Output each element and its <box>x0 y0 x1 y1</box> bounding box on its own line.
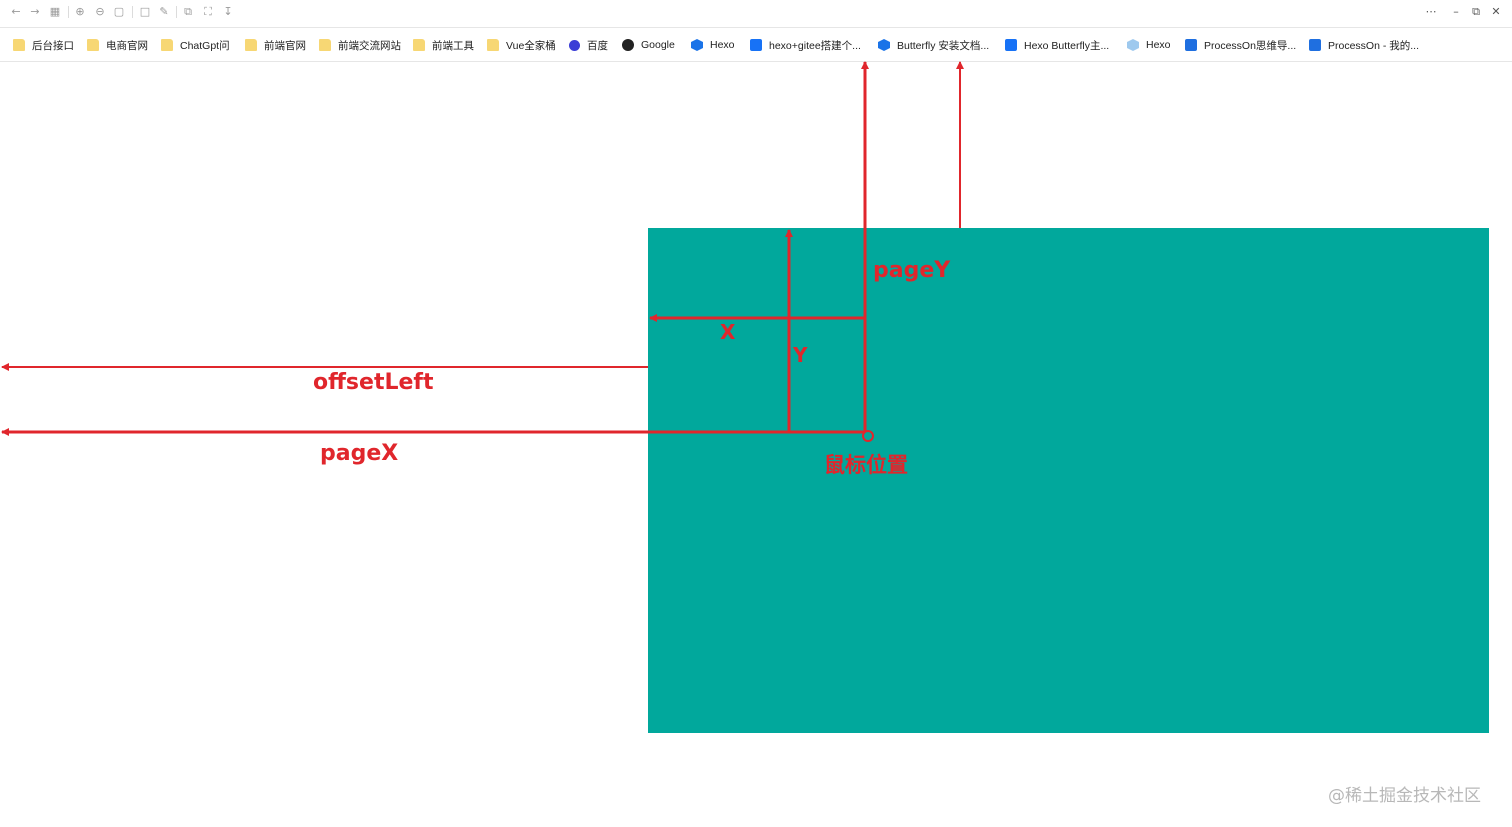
zoom-in-icon[interactable]: ⊕ <box>75 5 85 18</box>
bookmarks-bar: 后台接口 电商官网 ChatGpt问 前端官网 前端交流网站 前端工具 Vue全… <box>0 27 1512 62</box>
back-icon[interactable]: ← <box>11 5 21 18</box>
folder-icon <box>319 39 331 51</box>
bookmark-item[interactable]: hexo+gitee搭建个... <box>750 37 861 53</box>
folder-icon <box>245 39 257 51</box>
bookmark-label: Hexo Butterfly主... <box>1024 39 1110 52</box>
zhihu-icon <box>750 39 762 51</box>
folder-icon <box>161 39 173 51</box>
bookmark-label: ProcessOn - 我的... <box>1328 39 1420 52</box>
pagey-label: pageY <box>873 258 951 283</box>
bookmark-label: Hexo <box>710 39 735 51</box>
mouse-position-marker <box>862 430 874 442</box>
bookmark-item[interactable]: ProcessOn - 我的... <box>1309 37 1419 53</box>
hexo-light-icon <box>1127 39 1139 51</box>
folder-icon <box>487 39 499 51</box>
edit-icon[interactable]: ✎ <box>159 5 169 18</box>
bookmark-item[interactable]: 电商官网 <box>87 37 148 53</box>
mouse-position-label: 鼠标位置 <box>824 453 908 477</box>
folder-icon <box>13 39 25 51</box>
forward-icon[interactable]: → <box>30 5 40 18</box>
bookmark-label: 电商官网 <box>106 39 148 52</box>
bookmark-item[interactable]: ChatGpt问 <box>161 37 230 53</box>
bookmark-item[interactable]: Vue全家桶 <box>487 37 556 53</box>
offsetleft-label: offsetLeft <box>313 370 434 395</box>
bookmark-item[interactable]: 前端交流网站 <box>319 37 401 53</box>
bookmark-label: Butterfly 安装文档... <box>897 39 990 52</box>
processon-icon <box>1309 39 1321 51</box>
bookmark-label: ChatGpt问 <box>180 39 230 52</box>
bookmark-label: 百度 <box>587 39 608 52</box>
processon-icon <box>1185 39 1197 51</box>
bookmark-label: 后台接口 <box>32 39 74 52</box>
download-icon[interactable]: ↧ <box>223 5 233 18</box>
more-menu-icon[interactable]: ⋯ <box>1425 5 1437 18</box>
bookmark-label: Vue全家桶 <box>506 39 556 52</box>
bookmark-label: 前端官网 <box>264 39 306 52</box>
bookmark-item[interactable]: Butterfly 安装文档... <box>878 37 989 53</box>
zoom-out-icon[interactable]: ⊖ <box>95 5 105 18</box>
bookmark-item[interactable]: ProcessOn思维导... <box>1185 37 1296 53</box>
restore-icon[interactable]: ⧉ <box>1472 5 1480 18</box>
toolbar-separator <box>68 6 69 18</box>
google-icon <box>622 39 634 51</box>
bookmark-label: Hexo <box>1146 39 1171 51</box>
bookmark-label: Google <box>641 39 675 51</box>
pagex-label: pageX <box>320 441 399 466</box>
new-tab-icon[interactable]: □ <box>139 5 151 18</box>
bookmark-item[interactable]: 前端工具 <box>413 37 474 53</box>
bookmark-item[interactable]: 百度 <box>569 37 608 53</box>
toolbar-separator <box>176 6 177 18</box>
folder-icon <box>413 39 425 51</box>
folder-icon <box>87 39 99 51</box>
baidu-icon <box>569 39 580 51</box>
bookmark-label: ProcessOn思维导... <box>1204 39 1297 52</box>
bookmark-label: hexo+gitee搭建个... <box>769 39 861 52</box>
bookmark-label: 前端交流网站 <box>338 39 401 52</box>
bookmark-item[interactable]: Hexo <box>691 37 735 53</box>
close-icon[interactable]: ✕ <box>1491 5 1501 18</box>
screen-icon[interactable]: ▢ <box>113 5 125 18</box>
grid-icon[interactable]: ▦ <box>49 5 61 18</box>
bookmark-item[interactable]: Hexo <box>1127 37 1171 53</box>
zhihu-icon <box>1005 39 1017 51</box>
hexo-icon <box>878 39 890 51</box>
browser-toolbar: ← → ▦ ⊕ ⊖ ▢ □ ✎ ⧉ ⛶ ↧ ⋯ – ⧉ ✕ <box>0 0 1512 24</box>
watermark: @稀土掘金技术社区 <box>1328 786 1481 806</box>
y-label: Y <box>793 343 808 367</box>
bookmark-label: 前端工具 <box>432 39 474 52</box>
hexo-icon <box>691 39 703 51</box>
bookmark-item[interactable]: 后台接口 <box>13 37 74 53</box>
bookmark-item[interactable]: 前端官网 <box>245 37 306 53</box>
bookmark-item[interactable]: Hexo Butterfly主... <box>1005 37 1109 53</box>
x-label: X <box>720 320 736 344</box>
copy-icon[interactable]: ⧉ <box>184 5 192 18</box>
capture-icon[interactable]: ⛶ <box>204 5 212 18</box>
bookmark-item[interactable]: Google <box>622 37 675 53</box>
minimize-icon[interactable]: – <box>1453 5 1459 18</box>
toolbar-separator <box>132 6 133 18</box>
